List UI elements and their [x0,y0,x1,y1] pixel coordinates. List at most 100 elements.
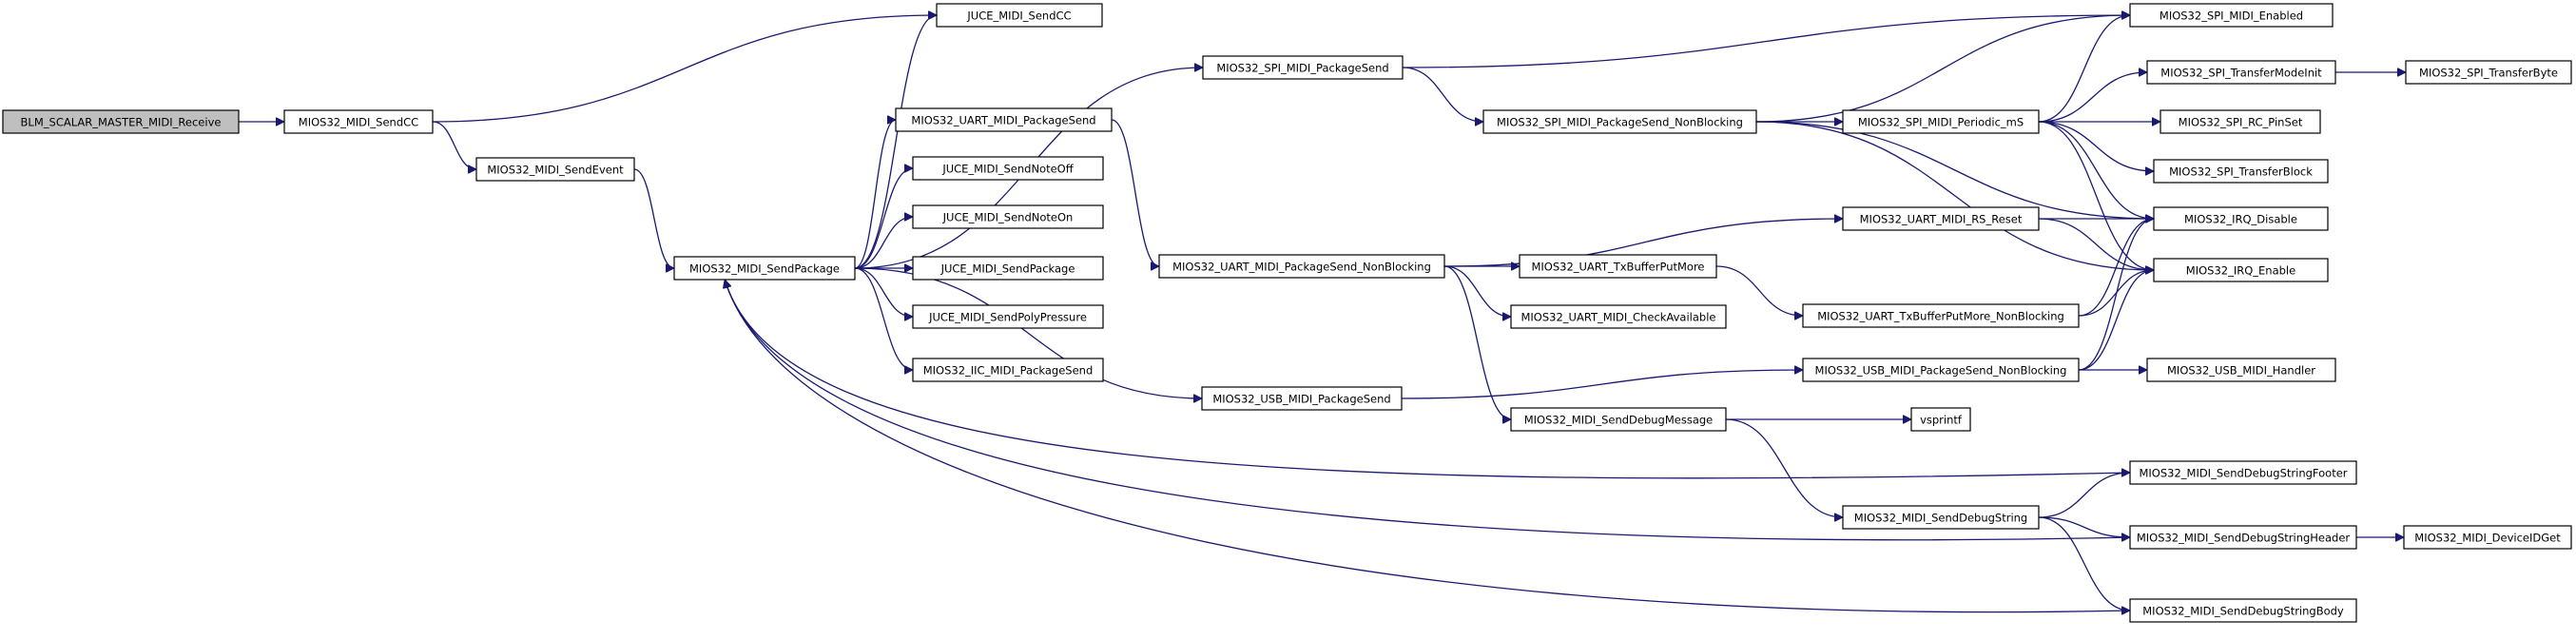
node-mios32-uart-txbufferputmore-nonblocking[interactable]: MIOS32_UART_TxBufferPutMore_NonBlocking [1802,303,2080,328]
call-edge [725,280,2131,541]
svg-text:MIOS32_USB_MIDI_Handler: MIOS32_USB_MIDI_Handler [2167,364,2315,378]
call-edge [1443,265,1511,317]
call-edge [2038,218,2154,270]
call-edge [1443,265,1512,419]
svg-text:MIOS32_UART_MIDI_CheckAvailabl: MIOS32_UART_MIDI_CheckAvailable [1520,311,1715,324]
node-mios32-spi-transferbyte[interactable]: MIOS32_SPI_TransferByte [2405,60,2572,85]
svg-text:MIOS32_UART_MIDI_RS_Reset: MIOS32_UART_MIDI_RS_Reset [1860,213,2023,226]
call-edge [2038,15,2130,123]
node-mios32-midi-sendcc[interactable]: MIOS32_MIDI_SendCC [283,109,434,134]
svg-text:MIOS32_UART_TxBufferPutMore_No: MIOS32_UART_TxBufferPutMore_NonBlocking [1817,310,2064,323]
svg-text:JUCE_MIDI_SendNoteOff: JUCE_MIDI_SendNoteOff [941,163,1074,176]
call-edge [1725,418,1843,517]
node-mios32-usb-midi-packagesend[interactable]: MIOS32_USB_MIDI_PackageSend [1201,386,1403,411]
call-edge [2038,121,2154,270]
node-vsprintf[interactable]: vsprintf [1910,407,1971,432]
svg-text:MIOS32_MIDI_SendEvent: MIOS32_MIDI_SendEvent [487,164,624,177]
call-edge [854,267,914,370]
call-edge [854,120,897,269]
node-mios32-spi-transfermodeinit[interactable]: MIOS32_SPI_TransferModeInit [2146,60,2336,85]
svg-text:MIOS32_SPI_RC_PinSet: MIOS32_SPI_RC_PinSet [2179,116,2303,129]
svg-text:MIOS32_MIDI_DeviceIDGet: MIOS32_MIDI_DeviceIDGet [2414,532,2561,545]
call-edge [725,280,2131,613]
node-mios32-spi-midi-periodic-ms[interactable]: MIOS32_SPI_MIDI_Periodic_mS [1842,109,2040,134]
call-edge [2038,473,2130,518]
svg-text:MIOS32_SPI_TransferModeInit: MIOS32_SPI_TransferModeInit [2160,67,2322,80]
call-nodes: BLM_SCALAR_MASTER_MIDI_Receive MIOS32_MI… [2,3,2572,623]
svg-text:MIOS32_SPI_MIDI_Periodic_mS: MIOS32_SPI_MIDI_Periodic_mS [1858,116,2024,129]
node-juce-midi-sendnoteoff[interactable]: JUCE_MIDI_SendNoteOff [912,156,1104,181]
node-juce-midi-sendcc[interactable]: JUCE_MIDI_SendCC [936,3,1103,28]
svg-text:BLM_SCALAR_MASTER_MIDI_Receive: BLM_SCALAR_MASTER_MIDI_Receive [21,116,222,129]
svg-text:MIOS32_MIDI_SendDebugString: MIOS32_MIDI_SendDebugString [1854,512,2027,525]
call-edge [2038,121,2154,219]
svg-text:MIOS32_MIDI_SendDebugStringHea: MIOS32_MIDI_SendDebugStringHeader [2137,532,2351,545]
svg-text:MIOS32_SPI_MIDI_PackageSend_No: MIOS32_SPI_MIDI_PackageSend_NonBlocking [1497,116,1743,129]
node-mios32-midi-senddebugstringheader[interactable]: MIOS32_MIDI_SendDebugStringHeader [2129,525,2357,550]
node-mios32-spi-midi-packagesend-nonblocking[interactable]: MIOS32_SPI_MIDI_PackageSend_NonBlocking [1482,109,1757,134]
node-juce-midi-sendpackage[interactable]: JUCE_MIDI_SendPackage [912,256,1104,281]
svg-text:MIOS32_SPI_MIDI_Enabled: MIOS32_SPI_MIDI_Enabled [2160,10,2303,23]
node-mios32-midi-senddebugstringbody[interactable]: MIOS32_MIDI_SendDebugStringBody [2129,598,2357,623]
svg-text:MIOS32_SPI_MIDI_PackageSend: MIOS32_SPI_MIDI_PackageSend [1216,62,1388,75]
call-edge [2038,516,2130,537]
svg-text:MIOS32_USB_MIDI_PackageSend_No: MIOS32_USB_MIDI_PackageSend_NonBlocking [1815,364,2067,378]
node-mios32-midi-senddebugstringfooter[interactable]: MIOS32_MIDI_SendDebugStringFooter [2129,460,2357,485]
svg-text:MIOS32_USB_MIDI_PackageSend: MIOS32_USB_MIDI_PackageSend [1212,393,1390,406]
node-mios32-irq-disable[interactable]: MIOS32_IRQ_Disable [2153,206,2329,231]
call-edge [2038,121,2154,171]
call-edge [2078,270,2154,371]
svg-text:MIOS32_SPI_TransferByte: MIOS32_SPI_TransferByte [2419,67,2558,80]
call-edge [2038,72,2147,123]
svg-text:MIOS32_IIC_MIDI_PackageSend: MIOS32_IIC_MIDI_PackageSend [923,364,1094,378]
node-juce-midi-sendpolypressure[interactable]: JUCE_MIDI_SendPolyPressure [912,304,1104,329]
call-edge [432,15,937,123]
node-mios32-usb-midi-handler[interactable]: MIOS32_USB_MIDI_Handler [2146,358,2336,382]
node-mios32-midi-sendpackage[interactable]: MIOS32_MIDI_SendPackage [673,256,856,281]
svg-text:MIOS32_MIDI_SendDebugMessage: MIOS32_MIDI_SendDebugMessage [1524,414,1714,427]
svg-text:JUCE_MIDI_SendPolyPressure: JUCE_MIDI_SendPolyPressure [928,311,1087,324]
svg-text:MIOS32_IRQ_Disable: MIOS32_IRQ_Disable [2184,213,2297,226]
svg-text:JUCE_MIDI_SendPackage: JUCE_MIDI_SendPackage [940,262,1075,276]
svg-text:MIOS32_MIDI_SendDebugStringFoo: MIOS32_MIDI_SendDebugStringFooter [2139,467,2347,480]
node-mios32-spi-transferblock[interactable]: MIOS32_SPI_TransferBlock [2153,159,2329,184]
node-mios32-iic-midi-packagesend[interactable]: MIOS32_IIC_MIDI_PackageSend [912,358,1104,382]
call-edge [1715,265,1803,316]
node-mios32-uart-midi-checkavailable[interactable]: MIOS32_UART_MIDI_CheckAvailable [1510,304,1727,329]
call-edge [725,280,2131,479]
call-edge [1401,370,1803,399]
svg-text:MIOS32_UART_MIDI_PackageSend: MIOS32_UART_MIDI_PackageSend [911,114,1095,127]
svg-text:JUCE_MIDI_SendNoteOn: JUCE_MIDI_SendNoteOn [942,211,1074,224]
call-edge [432,121,477,169]
node-mios32-midi-sendevent[interactable]: MIOS32_MIDI_SendEvent [475,157,635,182]
call-edge [2078,219,2154,317]
call-edge [2078,219,2155,371]
node-juce-midi-sendnoteon[interactable]: JUCE_MIDI_SendNoteOn [912,204,1104,229]
node-mios32-midi-senddebugstring[interactable]: MIOS32_MIDI_SendDebugString [1842,505,2040,530]
svg-text:MIOS32_MIDI_SendPackage: MIOS32_MIDI_SendPackage [689,262,840,276]
node-mios32-usb-midi-packagesend-nonblocking[interactable]: MIOS32_USB_MIDI_PackageSend_NonBlocking [1802,358,2080,382]
svg-text:MIOS32_UART_MIDI_PackageSend_N: MIOS32_UART_MIDI_PackageSend_NonBlocking [1172,261,1431,274]
call-edge [1755,15,2130,123]
node-blm-scalar-master-midi-receive[interactable]: BLM_SCALAR_MASTER_MIDI_Receive [2,109,240,134]
node-mios32-uart-midi-packagesend[interactable]: MIOS32_UART_MIDI_PackageSend [895,107,1113,132]
node-mios32-midi-deviceidget[interactable]: MIOS32_MIDI_DeviceIDGet [2403,525,2572,550]
call-edge [854,267,914,317]
node-mios32-midi-senddebugmessage[interactable]: MIOS32_MIDI_SendDebugMessage [1510,407,1727,432]
call-edge [1402,67,1483,122]
node-mios32-uart-midi-rs-reset[interactable]: MIOS32_UART_MIDI_RS_Reset [1842,206,2040,231]
call-edge [854,168,914,269]
svg-text:JUCE_MIDI_SendCC: JUCE_MIDI_SendCC [966,10,1071,23]
svg-text:MIOS32_MIDI_SendCC: MIOS32_MIDI_SendCC [299,116,418,129]
svg-text:MIOS32_UART_TxBufferPutMore: MIOS32_UART_TxBufferPutMore [1531,261,1704,274]
node-mios32-spi-rc-pinset[interactable]: MIOS32_SPI_RC_PinSet [2160,109,2321,134]
svg-text:MIOS32_IRQ_Enable: MIOS32_IRQ_Enable [2186,264,2295,278]
node-mios32-spi-midi-enabled[interactable]: MIOS32_SPI_MIDI_Enabled [2129,3,2334,28]
call-edge [1755,121,2154,270]
node-mios32-spi-midi-packagesend[interactable]: MIOS32_SPI_MIDI_PackageSend [1202,55,1404,80]
node-mios32-irq-enable[interactable]: MIOS32_IRQ_Enable [2153,258,2329,282]
node-mios32-uart-txbufferputmore[interactable]: MIOS32_UART_TxBufferPutMore [1519,254,1717,279]
svg-text:MIOS32_MIDI_SendDebugStringBod: MIOS32_MIDI_SendDebugStringBody [2142,605,2344,618]
node-mios32-uart-midi-packagesend-nonblocking[interactable]: MIOS32_UART_MIDI_PackageSend_NonBlocking [1158,254,1445,279]
